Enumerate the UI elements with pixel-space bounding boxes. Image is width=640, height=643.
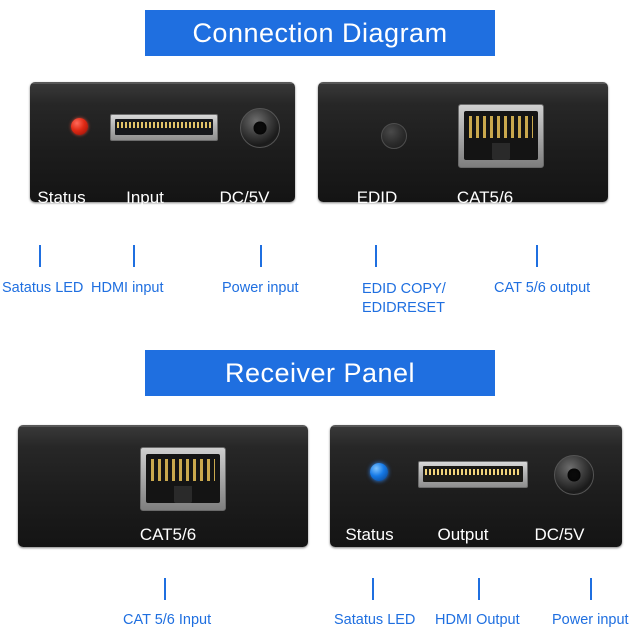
callout-cat56-input: CAT 5/6 Input [123,612,212,628]
device-label-status: Status [37,188,86,207]
dc-power-jack [554,455,594,495]
hdmi-port-pins [425,469,521,475]
callout-power-input-rx: Power input [552,612,629,628]
device-transmitter-front-panel [30,82,295,202]
callout-status-led: Satatus LED [2,280,84,296]
callout-power-input: Power input [222,280,299,296]
device-label-output: Output [437,525,489,544]
device-label-dc5v-rx: DC/5V [534,525,585,544]
callout-status-led-rx: Satatus LED [334,612,416,628]
hdmi-port-pins [117,122,211,128]
hdmi-output-port [418,461,528,488]
rj45-port-latch-slot [174,486,192,503]
rj45-cat5-6-input-port [140,447,226,511]
device-label-status-rx: Status [345,525,394,544]
leader-line-cat56-output [536,245,538,267]
section-title-receiver-panel: Receiver Panel [145,350,495,396]
device-label-edid: EDID [356,188,398,207]
rj45-cat5-6-output-port [458,104,544,168]
device-label-input: Input [126,188,164,207]
device-receiver-cat-panel [18,425,308,547]
leader-line-power-input [260,245,262,267]
rj45-port-cavity [146,454,220,503]
device-transmitter-back-panel [318,82,608,202]
callout-edid-line-2: EDIDRESET [362,300,445,316]
leader-line-hdmi-input [133,245,135,267]
callout-cat56-output: CAT 5/6 output [494,280,591,296]
device-label-cat56-in: CAT5/6 [139,525,197,544]
leader-line-power-input-rx [590,578,592,600]
edid-button[interactable] [381,123,407,149]
callout-edid-line-1: EDID COPY/ [362,281,446,297]
leader-line-cat56-input [164,578,166,600]
rj45-port-latch-slot [492,143,510,160]
leader-line-edid [375,245,377,267]
section-title-connection-diagram: Connection Diagram [145,10,495,56]
dc-power-jack [240,108,280,148]
leader-line-status-led-rx [372,578,374,600]
callout-edid-copy-reset: EDID COPY/ EDIDRESET [362,280,482,318]
device-label-cat56-out: CAT5/6 [456,188,514,207]
device-label-dc5v: DC/5V [219,188,270,207]
leader-line-status-led [39,245,41,267]
hdmi-input-port [110,114,218,141]
callout-hdmi-output: HDMI Output [435,612,520,628]
callout-hdmi-input: HDMI input [91,280,164,296]
rj45-port-contacts [469,115,533,139]
status-led-blue-icon [370,463,388,481]
device-receiver-hdmi-panel [330,425,622,547]
leader-line-hdmi-output [478,578,480,600]
status-led-red-icon [71,118,88,135]
rj45-port-cavity [464,111,538,160]
rj45-port-contacts [151,458,215,482]
